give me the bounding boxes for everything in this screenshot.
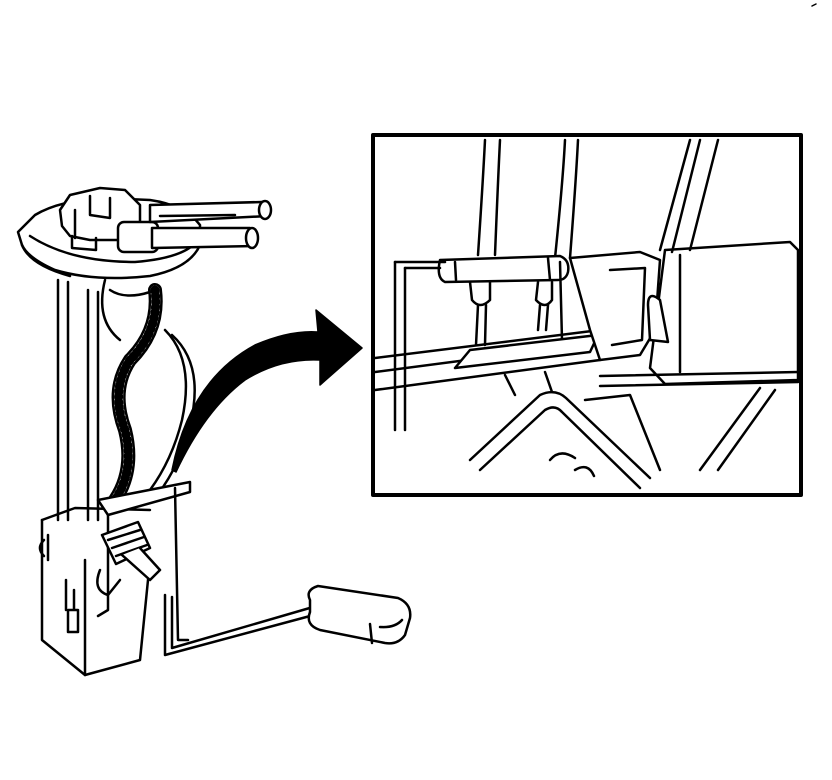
inset-frame-rails xyxy=(393,260,564,432)
inset-lower-body xyxy=(468,370,662,490)
float-arm xyxy=(163,593,327,657)
inset-connector-block xyxy=(437,254,570,347)
detail-inset xyxy=(371,133,803,497)
inset-bracket-wedge xyxy=(568,250,662,362)
lower-harness-connector xyxy=(96,520,162,597)
inset-content xyxy=(375,138,799,490)
guide-rods xyxy=(56,278,100,522)
callout-arrow xyxy=(171,309,363,473)
inset-tubes xyxy=(658,138,720,254)
top-electrical-connector xyxy=(58,186,160,254)
corner-mark xyxy=(811,3,817,7)
inset-wires xyxy=(476,138,580,260)
fuel-pump-module xyxy=(16,186,412,677)
fuel-level-float xyxy=(307,584,412,645)
fuel-line-pipes xyxy=(148,199,273,250)
inset-right-housing xyxy=(598,240,799,472)
corrugated-wiring-harness xyxy=(108,283,163,507)
